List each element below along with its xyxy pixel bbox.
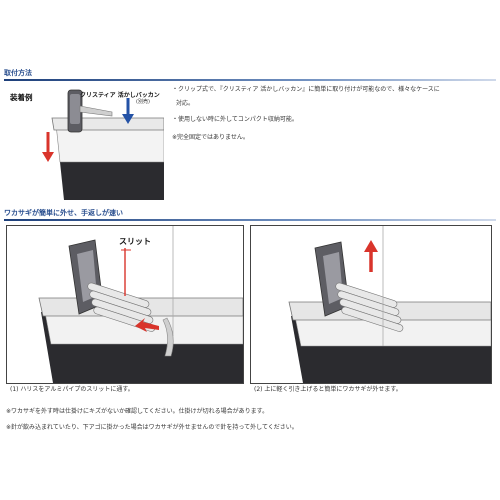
section-title-mounting: 取付方法 <box>4 69 32 77</box>
bullet-line-3: ・使用しない時に外してコンパクト収納可能。 <box>172 116 298 123</box>
step2-caption: (2) 上に軽く引き上げると簡単にワカサギが外せます。 <box>254 386 402 393</box>
insert-arrow-icon <box>135 318 159 332</box>
mounting-example-image: 装着例 クリスティア 活かしバッカン (別売) <box>4 84 164 200</box>
section-title-release: ワカサギが簡単に外せ、手返しが速い <box>4 209 123 217</box>
step1-caption: (1) ハリスをアルミパイプのスリットに通す。 <box>10 386 134 393</box>
wear-example-label: 装着例 <box>10 93 33 102</box>
step1-illustration <box>38 226 243 383</box>
section-divider-1 <box>4 79 496 81</box>
step1-panel: スリット <box>6 225 244 384</box>
slit-label: スリット <box>119 237 151 246</box>
step2-illustration <box>288 226 491 383</box>
release-note-1: ※ワカサギを外す時は仕掛けにキズがないか確認してください。仕掛けが切れる場合があ… <box>6 408 269 415</box>
mounting-note: ※完全固定ではありません。 <box>172 134 249 141</box>
release-note-2: ※針が飲み込まれていたり、下アゴに掛かった場合はワカサギが外せませんので針を持っ… <box>6 424 298 431</box>
section-divider-2 <box>4 219 496 221</box>
step2-panel <box>250 225 492 384</box>
bullet-line-2: 対応。 <box>176 100 195 107</box>
bullet-line-1: ・クリップ式で、『クリスティア 活かしバッカン』に簡単に取り付けが可能なので、様… <box>172 86 440 93</box>
mounting-illustration <box>4 84 164 200</box>
callout-sold-separately: (別売) <box>136 99 150 105</box>
callout-product-name: クリスティア 活かしバッカン <box>80 92 160 99</box>
